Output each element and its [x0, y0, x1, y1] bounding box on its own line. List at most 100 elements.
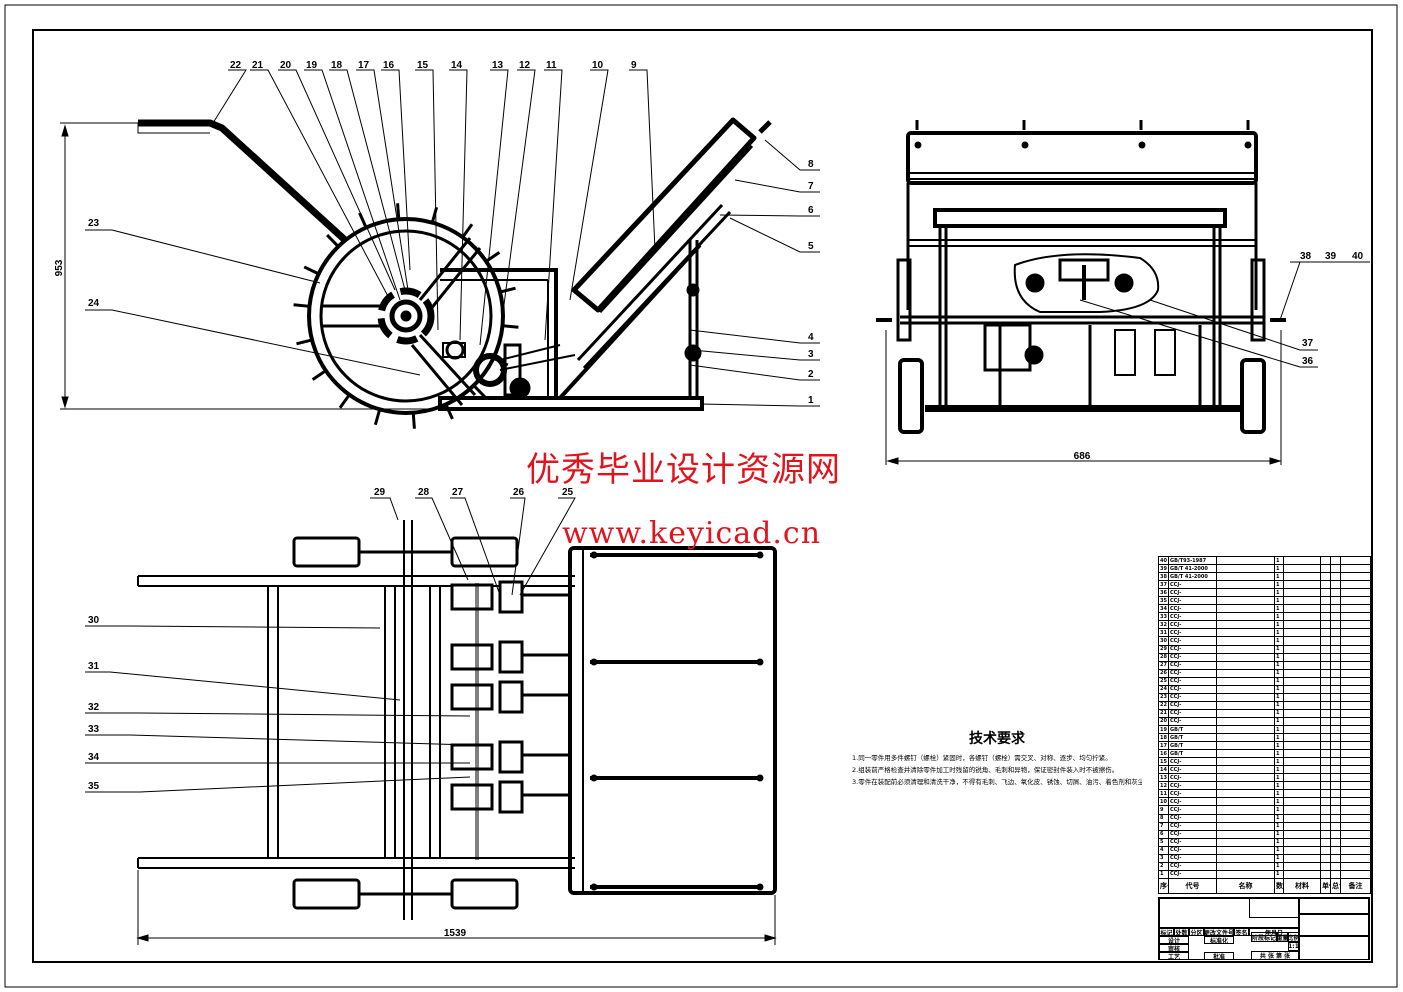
bom-cell-name: [1216, 861, 1275, 871]
leader-29: [370, 497, 399, 521]
bom-cell-weight: [1330, 555, 1341, 566]
bom-cell-weight: [1330, 781, 1341, 791]
bom-cell-weight: [1330, 660, 1341, 670]
tb-sheets: 共 张 第 张: [1251, 951, 1299, 960]
bom-cell-remark: [1340, 636, 1371, 646]
bom-cell-no: 23: [1158, 692, 1169, 702]
bom-cell-code: GB/T 41-2000: [1168, 572, 1217, 582]
bom-cell-material: [1283, 797, 1321, 807]
callout-21: 21: [252, 60, 264, 71]
bom-cell-no: 32: [1158, 620, 1169, 630]
bom-cell-material: [1283, 684, 1321, 694]
bom-cell-weight: [1330, 580, 1341, 590]
bom-cell-name: [1216, 588, 1275, 598]
leader-8: [764, 139, 820, 171]
bom-cell-remark: [1340, 620, 1371, 630]
tb-drawing-name: [1299, 914, 1369, 936]
bom-cell-name: [1216, 797, 1275, 807]
callout-38: 38: [1300, 251, 1312, 262]
bom-cell-remark: [1340, 555, 1371, 566]
bom-cell-remark: [1340, 797, 1371, 807]
chain-cover: [1013, 253, 1160, 313]
bom-cell-material: [1283, 765, 1321, 775]
seeding-roller: [498, 680, 524, 714]
seeding-unit: [450, 783, 494, 811]
bom-cell-code: CCJ-: [1168, 837, 1217, 847]
bom-cell-remark: [1340, 765, 1371, 775]
callout-35: 35: [88, 781, 100, 792]
tb-design: 设计: [1159, 936, 1189, 944]
callout-39: 39: [1325, 251, 1337, 262]
bom-cell-qty: 1: [1274, 773, 1284, 783]
bom-cell-material: [1283, 652, 1321, 662]
tb-change-doc: 更改文件号: [1204, 928, 1234, 936]
callout-17: 17: [358, 60, 370, 71]
end-view: [876, 120, 1370, 465]
bom-cell-weight: [1320, 572, 1331, 582]
bom-cell-material: [1283, 749, 1321, 759]
tb-blank: [1249, 898, 1299, 918]
bom-cell-no: 29: [1158, 644, 1169, 654]
callout-4: 4: [808, 332, 814, 343]
wheel-spike: [293, 303, 310, 308]
leader-6: [719, 214, 820, 217]
bom-cell-remark: [1340, 612, 1371, 622]
bom-cell-qty: 1: [1274, 612, 1284, 622]
bom-cell-code: GB/T: [1168, 741, 1217, 751]
bom-cell-weight: [1330, 805, 1341, 815]
bom-cell-no: 6: [1158, 829, 1169, 839]
callout-16: 16: [383, 60, 395, 71]
bom-cell-material: [1283, 861, 1321, 871]
bom-cell-no: 19: [1158, 724, 1169, 735]
bom-header-name: 名称: [1216, 877, 1275, 894]
bom-cell-name: [1216, 708, 1275, 718]
main-frame: [440, 268, 558, 398]
bom-cell-material: [1283, 636, 1321, 646]
bom-cell-code: CCJ-: [1168, 781, 1217, 791]
bom-cell-no: 9: [1158, 805, 1169, 815]
bom-cell-qty: 1: [1274, 861, 1284, 871]
bom-cell-code: CCJ-: [1168, 813, 1217, 823]
bom-cell-material: [1283, 660, 1321, 670]
bom-cell-material: [1283, 829, 1321, 839]
leader-19: [304, 69, 401, 301]
bom-cell-remark: [1340, 628, 1371, 638]
bom-cell-code: CCJ-: [1168, 845, 1217, 855]
bom-cell-qty: 1: [1274, 749, 1284, 759]
leader-22: [212, 69, 247, 124]
bom-cell-weight: [1330, 845, 1341, 855]
leader-21: [250, 69, 391, 301]
bom-cell-weight: [1320, 805, 1331, 815]
seed-hopper: [558, 117, 772, 400]
bom-cell-name: [1216, 765, 1275, 775]
bom-cell-code: CCJ-: [1168, 620, 1217, 630]
bom-cell-material: [1283, 837, 1321, 847]
leader-1: [699, 403, 820, 407]
bom-cell-qty: 1: [1274, 733, 1284, 743]
seeding-unit: [450, 643, 494, 671]
bom-cell-remark: [1340, 781, 1371, 791]
bom-cell-material: [1283, 733, 1321, 743]
bom-cell-material: [1283, 813, 1321, 823]
tb-mark: 标记: [1159, 928, 1174, 936]
bom-cell-code: CCJ-: [1168, 668, 1217, 678]
bom-cell-qty: 1: [1274, 700, 1284, 710]
bom-cell-name: [1216, 628, 1275, 638]
bom-cell-name: [1216, 845, 1275, 855]
watermark-url[interactable]: www.keyicad.cn: [562, 516, 822, 551]
bom-cell-qty: 1: [1274, 781, 1284, 791]
bom-cell-qty: 1: [1274, 692, 1284, 702]
bom-cell-code: CCJ-: [1168, 797, 1217, 807]
bom-cell-material: [1283, 716, 1321, 726]
bom-cell-code: CCJ-: [1168, 757, 1217, 767]
